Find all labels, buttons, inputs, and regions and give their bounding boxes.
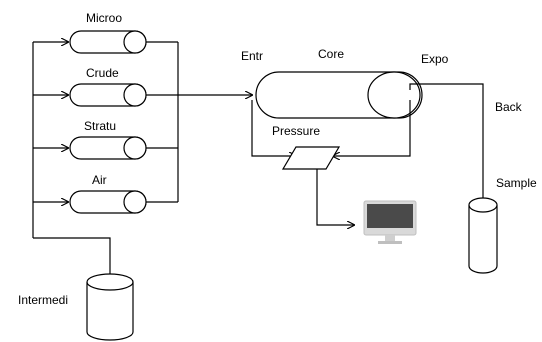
- entr-label: Entr: [241, 49, 263, 63]
- sample-container: [468, 197, 498, 274]
- pressure-inlet-line: [251, 100, 296, 156]
- crude-cylinder: [33, 83, 178, 107]
- sample-label: Sample: [496, 176, 537, 190]
- intermedi-label: Intermedi: [18, 293, 68, 307]
- back-pressure-line: [409, 83, 483, 208]
- intermediate-container: [86, 273, 134, 341]
- pressure-outlet-line: [333, 100, 411, 156]
- pressure-label: Pressure: [272, 124, 320, 138]
- air-label: Air: [92, 173, 107, 187]
- computer-line: [316, 169, 354, 225]
- crude-label: Crude: [86, 66, 119, 80]
- stratu-label: Stratu: [84, 119, 116, 133]
- microo-label: Microo: [86, 11, 122, 25]
- core-label: Core: [318, 47, 344, 61]
- microo-cylinder: [33, 30, 178, 54]
- air-cylinder: [33, 190, 178, 214]
- intermediate-connector: [33, 237, 111, 276]
- back-label: Back: [495, 100, 523, 114]
- pressure-transducer: [281, 146, 341, 170]
- computer-monitor-icon: [363, 200, 417, 244]
- expo-label: Expo: [421, 52, 449, 66]
- stratu-cylinder: [33, 136, 178, 160]
- core-holder: [255, 71, 423, 119]
